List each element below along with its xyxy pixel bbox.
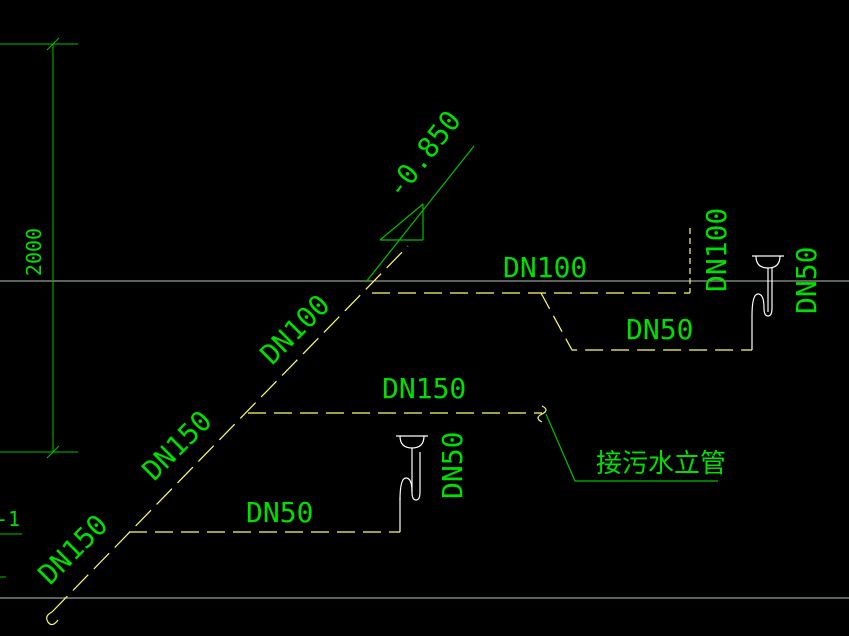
label-upper-vertical-dn100: DN100: [700, 208, 733, 292]
annotation-leader: [545, 413, 718, 482]
label-upper-trap-dn50: DN50: [790, 247, 823, 314]
lower-fixture-trap: [396, 435, 428, 501]
label-diag-dn150-upper: DN150: [136, 404, 219, 487]
pipe-end-break-symbol: [46, 611, 59, 626]
middle-branch-end-symbol: [537, 405, 547, 423]
label-lower-branch-dn50: DN50: [246, 496, 313, 529]
upper-branch-pipe: [372, 292, 752, 351]
elevation-marker: [365, 145, 475, 283]
dimension-2000: [0, 37, 78, 459]
main-diagonal-pipe: [51, 245, 409, 613]
dimension-value: 2000: [22, 228, 46, 276]
label-diag-dn100: DN100: [254, 288, 337, 371]
label-middle-branch-dn150: DN150: [382, 372, 466, 405]
elevation-value: -0.850: [380, 104, 468, 204]
annotation-text: 接污水立管: [596, 449, 726, 479]
left-mark: -1: [0, 507, 20, 531]
label-upper-branch-dn50: DN50: [626, 313, 693, 346]
label-diag-dn150-lower: DN150: [32, 508, 115, 591]
label-lower-trap-dn50: DN50: [436, 432, 469, 499]
upper-fixture-trap: [751, 255, 784, 317]
label-upper-branch-dn100: DN100: [503, 251, 587, 284]
